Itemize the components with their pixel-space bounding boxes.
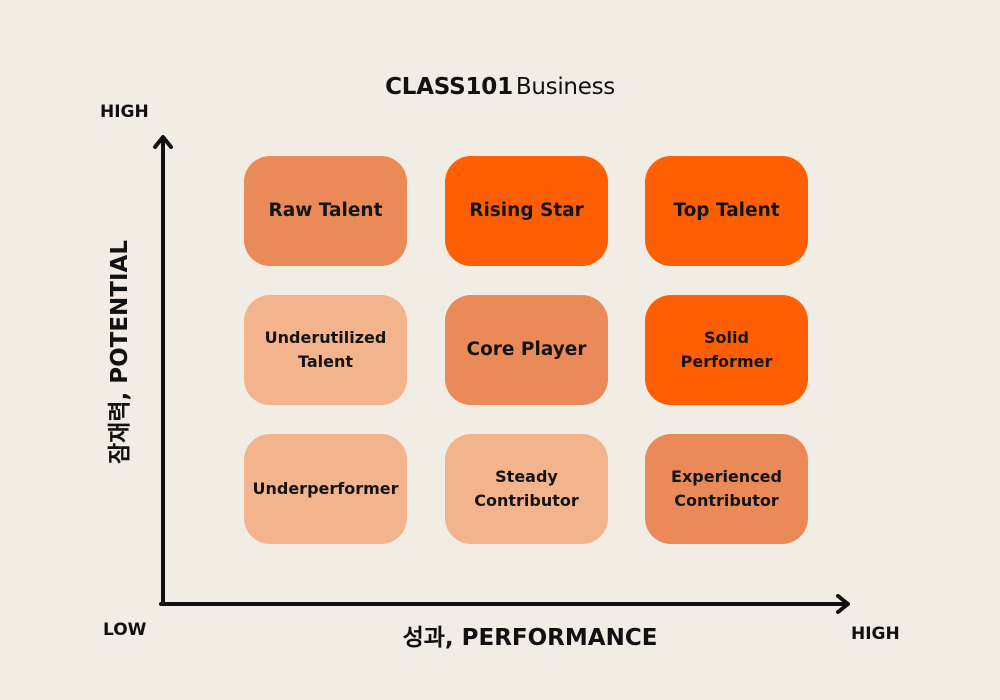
cell-label-line1: Underutilized [264,328,387,347]
cell-top-talent: Top Talent [645,156,808,266]
y-axis-title: 잠재력, POTENTIAL [107,240,133,464]
x-axis-arrow-icon [836,594,850,614]
cell-label-line2: Contributor [674,491,779,510]
x-axis-high-label: HIGH [851,624,900,644]
cell-core-player: Core Player [445,295,608,405]
cell-solid-performer: Solid Performer [645,295,808,405]
cell-underutilized-talent: Underutilized Talent [244,295,407,405]
cell-label: Core Player [467,338,587,362]
cell-label-line2: Contributor [474,491,579,510]
cell-label-line1: Underperformer [252,479,399,498]
cell-label-line1: Experienced [671,467,782,486]
cell-rising-star: Rising Star [445,156,608,266]
cell-label: Underperformer [252,477,398,501]
origin-low-label: LOW [103,620,147,640]
cell-label-line1: Core Player [466,339,587,360]
brand-mark: CLASS101 [385,74,513,100]
cell-label-line1: Solid [704,328,749,347]
x-axis-title: 성과, PERFORMANCE [402,625,658,651]
cell-label-line1: Rising Star [469,200,584,221]
y-axis-high-label: HIGH [100,102,149,122]
cell-raw-talent: Raw Talent [244,156,407,266]
y-axis-arrow-icon [153,135,173,149]
cell-label: Experienced Contributor [671,465,782,513]
cell-label-line2: Performer [680,352,773,371]
cell-label-line1: Steady [495,467,558,486]
cell-label: Rising Star [469,199,584,223]
cell-label: Underutilized Talent [265,326,387,374]
cell-label: Raw Talent [269,199,383,223]
cell-experienced-contributor: Experienced Contributor [645,434,808,544]
cell-label-line1: Top Talent [673,200,780,221]
cell-label-line1: Raw Talent [268,200,383,221]
cell-label-line2: Talent [297,352,354,371]
brand-word: Business [515,74,615,100]
cell-label: Solid Performer [681,326,773,374]
cell-underperformer: Underperformer [244,434,407,544]
cell-steady-contributor: Steady Contributor [445,434,608,544]
cell-label: Steady Contributor [474,465,579,513]
cell-label: Top Talent [673,199,779,223]
